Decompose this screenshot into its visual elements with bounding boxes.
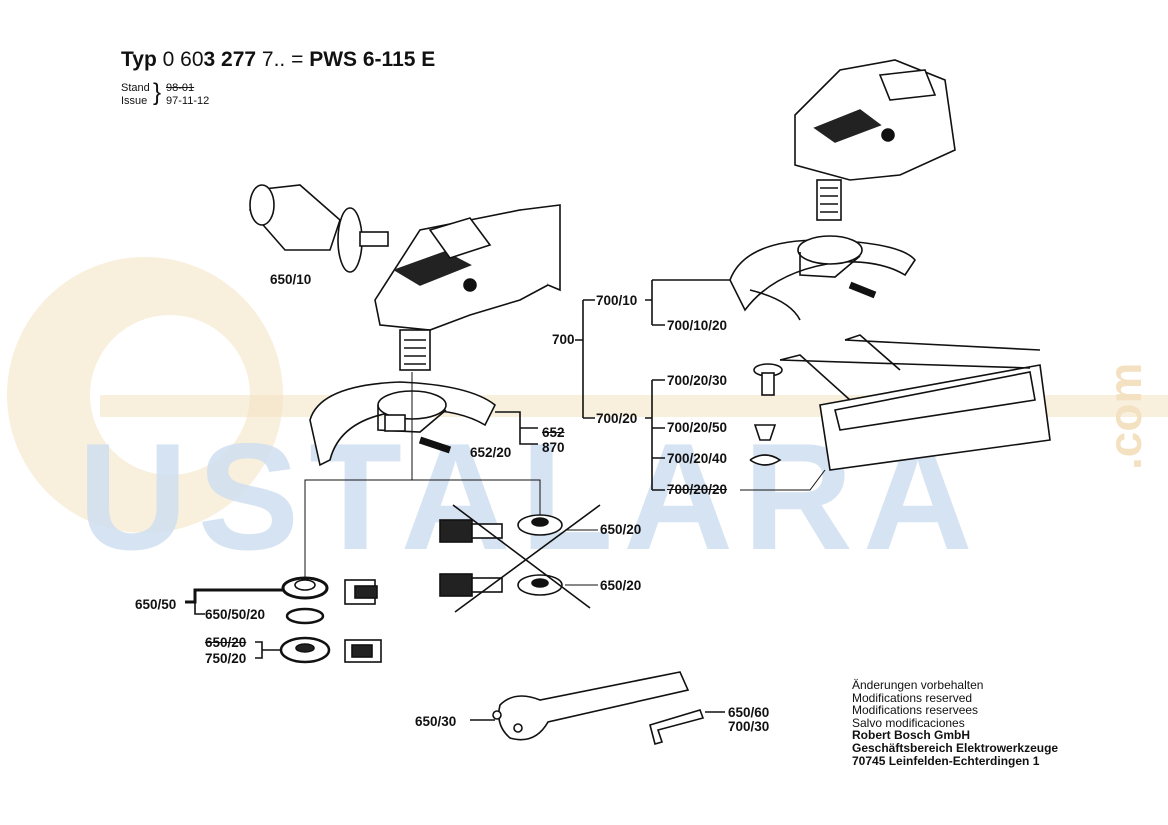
washer-nuts-icon <box>279 576 382 664</box>
flange-set-icon <box>439 504 601 613</box>
left-wheel-guard-icon <box>309 381 497 467</box>
label-700-20-50: 700/20/50 <box>667 420 728 435</box>
page-title: Typ 0 603 277 7.. = PWS 6-115 E <box>121 48 435 72</box>
note-de: Änderungen vorbehalten <box>852 678 984 692</box>
issue-value: 97-11-12 <box>166 95 210 107</box>
label-700-10-20: 700/10/20 <box>667 318 728 333</box>
label-700-20: 700/20 <box>596 411 638 426</box>
brace-icon: } <box>153 79 162 106</box>
label-700-20-40: 700/20/40 <box>667 451 728 466</box>
label-652: 652 <box>542 425 565 440</box>
note-fr: Modifications reservees <box>852 703 979 718</box>
left-grinder-icon <box>374 204 561 371</box>
watermark-text: USTALARA <box>78 412 983 582</box>
label-750-20: 750/20 <box>205 651 247 666</box>
label-650-50-20: 650/50/20 <box>205 607 266 622</box>
label-650-60: 650/60 <box>728 705 770 720</box>
note-es: Salvo modificaciones <box>852 715 965 730</box>
label-650-20-b: 650/20 <box>600 578 642 593</box>
part-number-bold: 3 277 <box>203 48 257 71</box>
label-650-20-a: 650/20 <box>600 522 642 537</box>
stand-label: Stand <box>121 82 150 94</box>
stand-value: 98-01 <box>166 82 195 94</box>
right-grinder-icon <box>794 59 956 221</box>
label-700-20-20: 700/20/20 <box>667 482 728 497</box>
label-650-10: 650/10 <box>270 272 312 287</box>
label-700-20-30: 700/20/30 <box>667 373 728 388</box>
company-division: Geschäftsbereich Elektrowerkzeuge <box>852 740 1059 755</box>
wrench-icon <box>492 671 690 741</box>
label-650-30: 650/30 <box>415 714 457 729</box>
side-handle-icon <box>249 184 389 273</box>
label-700-10: 700/10 <box>596 293 638 308</box>
company-address: 70745 Leinfelden-Echterdingen 1 <box>852 753 1040 768</box>
part-number-suffix: 7.. = <box>261 48 304 71</box>
label-870: 870 <box>542 440 565 455</box>
cutting-guide-icon <box>749 334 1051 471</box>
note-en: Modifications reserved <box>852 690 973 705</box>
label-700-30: 700/30 <box>728 719 770 734</box>
label-650-20-c: 650/20 <box>205 635 247 650</box>
typ-prefix: Typ <box>121 48 157 71</box>
issue-label: Issue <box>121 95 148 107</box>
company-name: Robert Bosch GmbH <box>852 728 971 743</box>
hex-key-icon <box>649 709 705 745</box>
part-number-plain: 0 60 <box>162 48 204 71</box>
label-652-20: 652/20 <box>470 445 512 460</box>
notes-block: Änderungen vorbehalten Modifications res… <box>852 679 1058 767</box>
label-650-50: 650/50 <box>135 597 177 612</box>
right-wheel-guard-icon <box>729 235 916 321</box>
model-name: PWS 6-115 E <box>309 48 436 71</box>
label-700: 700 <box>552 332 575 347</box>
